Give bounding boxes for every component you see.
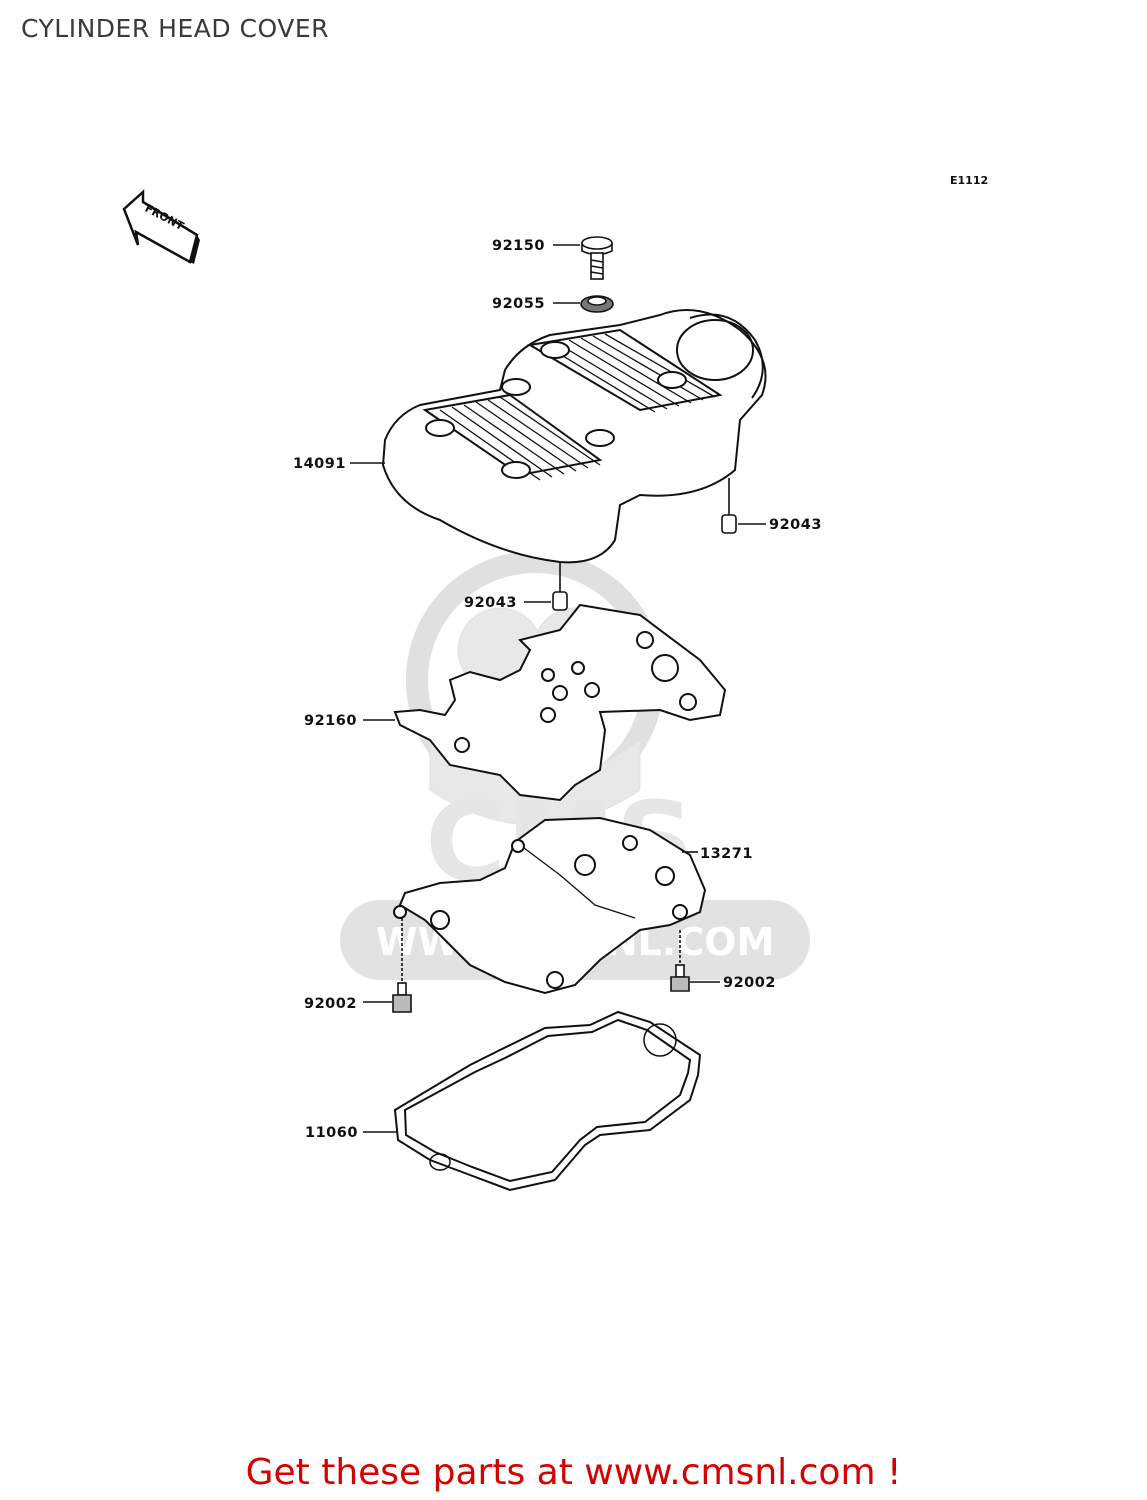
page-title: CYLINDER HEAD COVER bbox=[21, 14, 330, 43]
promo-link[interactable]: Get these parts at www.cmsnl.com ! bbox=[245, 1452, 902, 1493]
dowel-92043-right bbox=[721, 514, 737, 534]
callout-92002-left: 92002 bbox=[304, 996, 357, 1012]
callout-13271: 13271 bbox=[700, 846, 753, 862]
callout-14091: 14091 bbox=[293, 456, 346, 472]
callout-11060: 11060 bbox=[305, 1125, 358, 1141]
promo-banner: Get these parts at www.cmsnl.com ! bbox=[0, 1452, 1147, 1493]
washer-92055 bbox=[580, 295, 614, 313]
callout-92055: 92055 bbox=[492, 296, 545, 312]
front-arrow: FRONT bbox=[122, 189, 200, 264]
dowel-92043-left bbox=[552, 591, 568, 611]
callout-92043-left: 92043 bbox=[464, 595, 517, 611]
callout-92002-right: 92002 bbox=[723, 975, 776, 991]
bolt-92150 bbox=[581, 236, 613, 280]
bolt-92002-left bbox=[392, 982, 412, 1013]
callout-92150: 92150 bbox=[492, 238, 545, 254]
cylinder-head-cover-14091 bbox=[381, 309, 767, 564]
diagram-code: E1112 bbox=[950, 174, 988, 187]
bolt-92002-right bbox=[670, 964, 690, 992]
gasket-plate-92160 bbox=[393, 603, 727, 802]
plate-13271 bbox=[393, 816, 707, 995]
callout-92043-right: 92043 bbox=[769, 517, 822, 533]
callout-92160: 92160 bbox=[304, 713, 357, 729]
cover-gasket-11060 bbox=[393, 1010, 702, 1192]
